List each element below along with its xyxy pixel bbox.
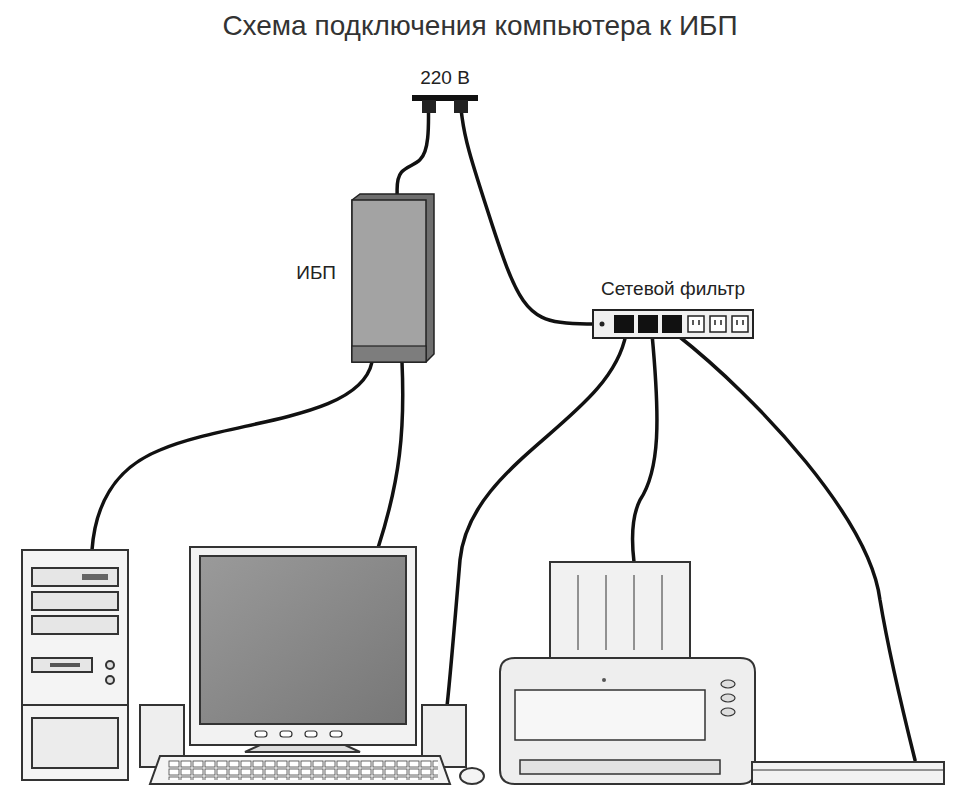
power-cable [378,362,403,548]
system-unit [32,658,92,672]
system-unit [32,616,118,634]
printer [578,575,579,650]
ups-shape [352,194,434,362]
diagram-title: Схема подключения компьютера к ИБП [0,10,960,42]
monitor [190,547,416,745]
monitor [330,731,342,737]
system-unit [32,592,118,610]
monitor [305,731,317,737]
printer [500,562,755,784]
power-cable [632,334,657,562]
system-unit [82,574,108,580]
system-unit [22,550,128,780]
keyboard [168,760,438,780]
printer [721,708,735,716]
system-unit [50,663,80,667]
system-unit [106,661,114,669]
outlet-shape [412,95,478,113]
printer [520,760,720,774]
monitor [280,731,292,737]
outlet-shape [412,95,478,113]
printer [602,678,606,682]
ups-shape [352,194,434,362]
printer [515,690,705,740]
keyboard [150,756,484,784]
surge-protector: Сетевой фильтр [592,306,754,342]
wall-outlet: 220 В [412,95,478,113]
printer [550,562,690,658]
printer [662,575,663,650]
printer [634,575,635,650]
printer [500,658,755,784]
strip-shape [593,310,753,338]
scanner [752,770,944,771]
system-unit [22,550,128,780]
power-cable [92,362,372,550]
printer [606,575,607,650]
power-cable [462,113,593,324]
printer [721,694,735,702]
monitor [190,547,416,752]
scanner [752,762,944,784]
power-cable [397,113,428,194]
system-unit [32,718,118,768]
keyboard [150,756,450,784]
monitor [245,745,360,752]
monitor [255,731,267,737]
strip-shape [592,306,754,342]
node-label: ИБП [296,262,336,284]
node-label: Сетевой фильтр [601,278,745,300]
node-label: 220 В [420,67,470,89]
system-unit [32,568,118,586]
monitor [200,556,406,724]
system-unit [106,676,114,684]
ups-unit: ИБП [352,194,434,362]
scanner [752,762,944,784]
system-unit [22,704,128,706]
printer [721,680,735,688]
keyboard [460,768,484,784]
